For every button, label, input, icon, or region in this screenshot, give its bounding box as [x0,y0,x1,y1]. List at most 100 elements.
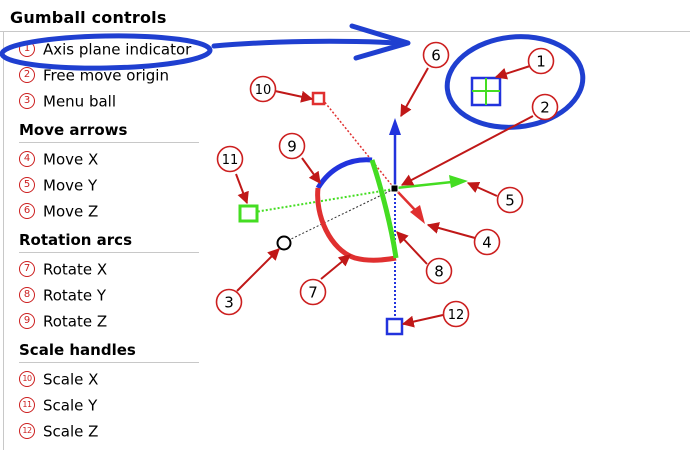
svg-text:1: 1 [536,53,546,71]
svg-text:9: 9 [287,138,297,156]
section-divider [19,142,199,143]
y-axis-back-dotted [254,188,395,213]
item-label: Scale X [43,370,99,389]
item-label: Axis plane indicator [43,40,192,59]
list-item-move-y: 5 Move Y [19,172,209,198]
item-label: Move Y [43,176,98,195]
left-border [3,32,4,450]
number-badge: 6 [19,202,35,219]
leader-3 [236,248,280,292]
callout-12: 12 [442,300,470,328]
free-move-origin [390,184,399,193]
number-badge: 3 [19,92,35,109]
y-axis-shaft [395,180,453,190]
svg-text:7: 7 [308,284,318,302]
highlight-arrow [211,38,401,49]
move-x-arrow [410,205,425,224]
leader-9 [301,157,321,184]
section-heading: Scale handles [19,341,136,359]
leader-7 [320,254,351,280]
number-badge: 2 [19,66,35,83]
callout-1: 1 [527,47,555,75]
leader-2 [400,115,534,186]
leader-4 [426,222,476,239]
svg-text:3: 3 [224,294,234,312]
x-axis-shaft [396,190,417,212]
scale-y-handle [238,204,259,223]
svg-text:11: 11 [222,153,239,168]
section-divider [19,362,199,363]
svg-text:4: 4 [482,234,492,252]
svg-text:6: 6 [431,47,441,65]
section-heading: Rotation arcs [19,231,133,249]
list-item-scale-x: 10 Scale X [19,366,209,392]
svg-text:10: 10 [255,83,272,98]
leader-6 [400,67,429,118]
callout-3: 3 [215,288,243,316]
svg-text:2: 2 [540,99,550,117]
number-badge: 12 [19,422,35,439]
highlight-arrow-head [349,23,411,61]
leader-5 [466,181,498,197]
callout-7: 7 [299,278,327,306]
scale-x-handle [311,91,326,106]
item-label: Scale Y [43,396,98,415]
list-item-scale-y: 11 Scale Y [19,392,209,418]
item-label: Menu ball [43,92,117,111]
menu-ball [276,235,292,251]
svg-text:12: 12 [448,308,465,323]
callout-9: 9 [278,132,306,160]
number-badge: 4 [19,150,35,167]
menu-ball-dotted [284,188,395,243]
callout-10: 10 [249,75,277,103]
title-divider [0,31,690,32]
highlight-ellipse-list [0,33,213,71]
rotate-z-arc [315,157,373,190]
move-z-arrow [389,118,401,135]
item-label: Rotate Z [43,312,108,331]
list-item-rotate-y: 8 Rotate Y [19,282,209,308]
list-item-move-z: 6 Move Z [19,198,209,224]
leader-11 [235,173,249,205]
rotate-y-arc [369,159,399,259]
item-label: Rotate Y [43,286,107,305]
highlight-ellipse-indicator [444,34,586,130]
scale-z-handle [385,317,404,336]
leader-10 [274,90,314,103]
callout-5: 5 [496,186,524,214]
callout-8: 8 [425,257,453,285]
section-divider [19,252,199,253]
axis-plane-indicator [470,76,502,107]
leader-12 [401,314,444,328]
leader-8 [396,231,428,265]
svg-text:5: 5 [505,192,515,210]
x-axis-back-dotted [322,99,395,189]
rotate-x-arc [315,187,397,263]
section-heading: Move arrows [19,121,128,139]
callout-11: 11 [216,145,244,173]
number-badge: 5 [19,176,35,193]
number-badge: 10 [19,370,35,387]
move-y-arrow [449,175,468,188]
callout-6: 6 [422,41,450,69]
number-badge: 9 [19,312,35,329]
list-item-menu-ball: 3 Menu ball [19,88,209,114]
callout-2: 2 [531,93,559,121]
page-title: Gumball controls [10,8,167,27]
svg-text:8: 8 [434,263,444,281]
number-badge: 11 [19,396,35,413]
number-badge: 8 [19,286,35,303]
leader-1 [494,65,531,80]
item-label: Move Z [43,202,99,221]
